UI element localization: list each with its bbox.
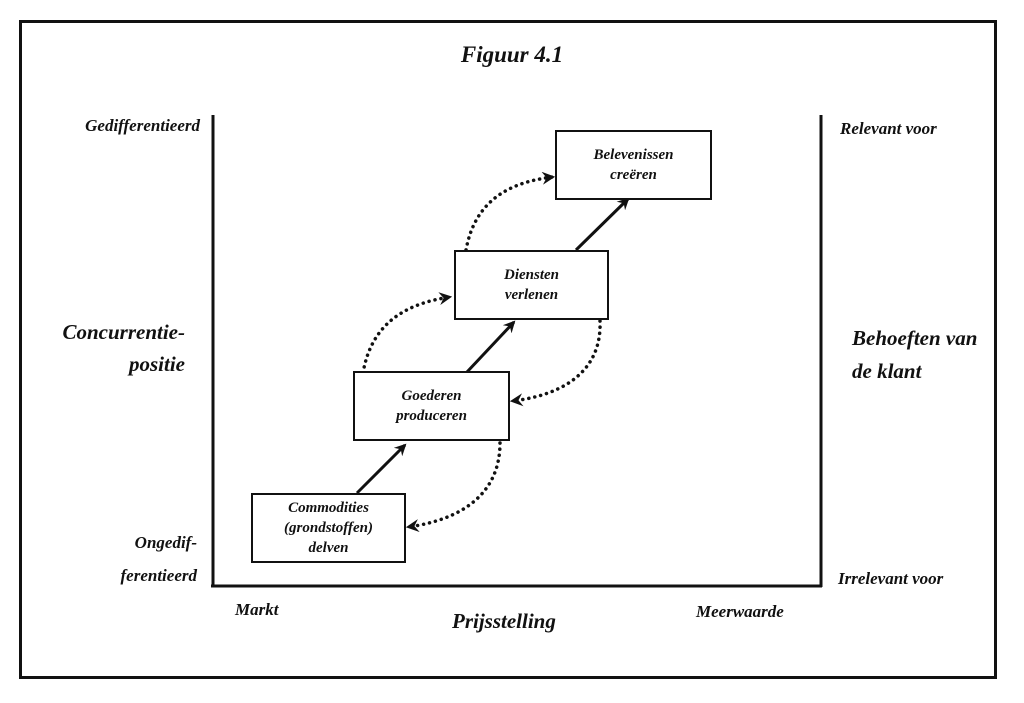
right-axis-middle-label-line2: de klant [852, 359, 922, 383]
bottom-axis-left-label: Markt [235, 600, 279, 619]
stage-label: Goederen [401, 388, 462, 404]
dotted-arrow-goederen-to-commodities [405, 441, 502, 532]
left-axis-top-label: Gedifferentieerd [85, 116, 200, 135]
left-axis-middle-label-line2: positie [129, 352, 185, 376]
figure-frame [19, 20, 997, 679]
stage-box-goederen: Goederen produceren [353, 371, 510, 441]
stage-box-commodities: Commodities (grondstoffen) delven [251, 493, 406, 563]
stage-box-belevenissen: Belevenissen creëren [555, 130, 712, 200]
right-axis-middle-label-line1: Behoeften van [852, 326, 978, 350]
bottom-axis-right-label: Meerwaarde [696, 602, 784, 621]
arrow-diensten-to-belevenissen [574, 197, 630, 252]
dotted-arrow-diensten-to-belevenissen [464, 171, 556, 252]
bottom-axis-middle-label: Prijsstelling [452, 609, 556, 633]
dotted-arrow-diensten-to-goederen [509, 319, 602, 407]
right-axis-top-label: Relevant voor [840, 119, 937, 138]
stage-label: Diensten [503, 267, 559, 283]
stage-label: (grondstoffen) [284, 520, 373, 536]
stage-label: verlenen [504, 287, 559, 303]
left-axis-bottom-label-line2: ferentieerd [120, 566, 197, 585]
stage-label: delven [308, 540, 349, 556]
arrow-commodities-to-goederen [355, 443, 407, 495]
arrow-goederen-to-diensten [465, 320, 516, 374]
figure-title: Figuur 4.1 [460, 42, 564, 67]
stage-label: Commodities [288, 500, 369, 516]
stage-label: Belevenissen [593, 147, 674, 163]
left-axis-middle-label-line1: Concurrentie- [62, 320, 185, 344]
left-axis-bottom-label-line1: Ongedif- [134, 533, 197, 552]
stage-box-diensten: Diensten verlenen [454, 250, 609, 320]
dotted-arrow-commodities-to-diensten [361, 292, 453, 375]
right-axis-bottom-label: Irrelevant voor [838, 569, 944, 588]
stage-label: creëren [610, 167, 657, 183]
stage-label: produceren [396, 408, 467, 424]
